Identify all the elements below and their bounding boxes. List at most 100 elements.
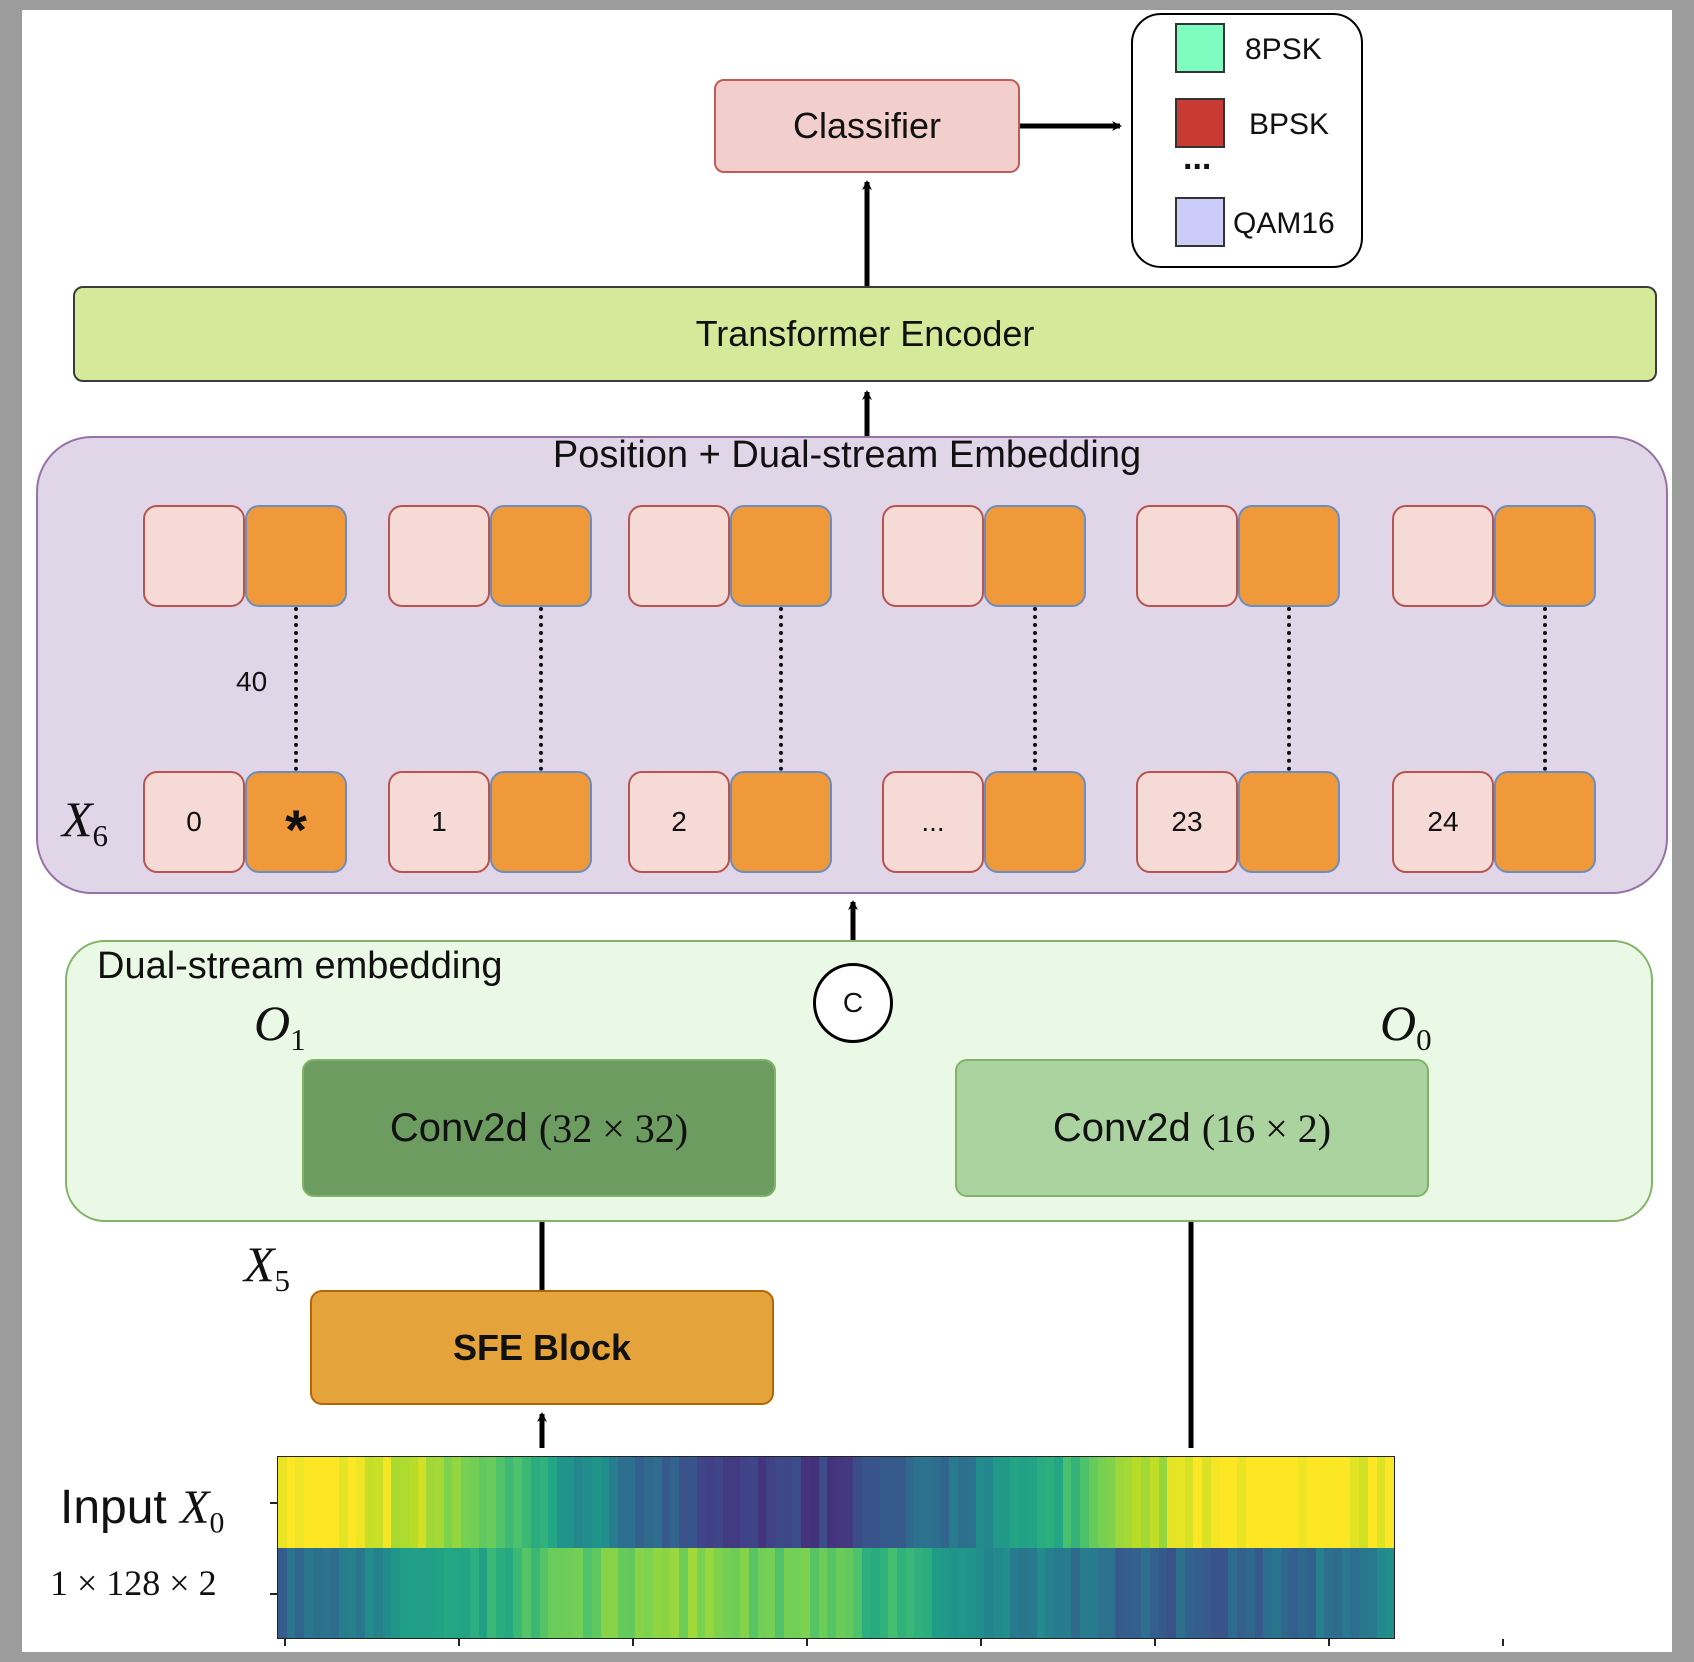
heatmap-cell [661, 1547, 671, 1638]
heatmap-cell [1115, 1547, 1124, 1638]
heatmap-cell [914, 1457, 924, 1548]
heatmap-xtick [284, 1639, 286, 1646]
heatmap-cell [670, 1547, 680, 1638]
token-embed-top [388, 505, 490, 607]
heatmap-cell [1367, 1547, 1377, 1638]
heatmap-cell [1071, 1457, 1081, 1548]
heatmap-cell [1254, 1547, 1264, 1638]
heatmap-cell [312, 1457, 322, 1548]
heatmap-cell [373, 1457, 383, 1548]
heatmap-cell [434, 1547, 444, 1638]
heatmap-cell [1019, 1547, 1028, 1638]
heatmap-cell [975, 1457, 985, 1548]
heatmap-cell [1027, 1547, 1037, 1638]
heatmap-cell [1080, 1547, 1089, 1638]
heatmap-cell [330, 1457, 340, 1548]
heatmap-cell [914, 1547, 924, 1638]
heatmap-cell [461, 1457, 470, 1548]
heatmap-cell [679, 1547, 688, 1638]
concat-label: C [842, 987, 864, 1018]
heatmap-cell [1158, 1547, 1168, 1638]
heatmap-cell [923, 1457, 932, 1548]
legend-label-8psk: 8PSK [1245, 33, 1322, 66]
classifier-label: Classifier [792, 105, 942, 146]
token-link-dots [539, 607, 543, 771]
heatmap-cell [722, 1547, 732, 1638]
token-stream-top [1494, 505, 1596, 607]
heatmap-cell [687, 1457, 697, 1548]
heatmap-cell [713, 1457, 723, 1548]
heatmap-cell [286, 1457, 296, 1548]
heatmap-cell [1341, 1547, 1351, 1638]
token-embed-top [628, 505, 730, 607]
heatmap-cell [1149, 1457, 1159, 1548]
heatmap-cell [748, 1457, 758, 1548]
heatmap-cell [1141, 1547, 1150, 1638]
heatmap-cell [443, 1457, 453, 1548]
heatmap-cell [862, 1547, 871, 1638]
heatmap-cell [1219, 1547, 1229, 1638]
heatmap-cell [652, 1457, 662, 1548]
heatmap-cell [696, 1457, 706, 1548]
heatmap-cell [1088, 1457, 1098, 1548]
heatmap-cell [1210, 1457, 1220, 1548]
heatmap-cell [1193, 1547, 1203, 1638]
heatmap-cell [1254, 1457, 1264, 1548]
heatmap-cell [1324, 1547, 1333, 1638]
heatmap-cell [879, 1547, 889, 1638]
heatmap-cell [1045, 1547, 1054, 1638]
heatmap-cell [687, 1547, 697, 1638]
sfe-block-box: SFE Block [310, 1290, 774, 1405]
heatmap-cell [356, 1547, 366, 1638]
heatmap-cell [487, 1547, 496, 1638]
heatmap-cell [644, 1457, 653, 1548]
token-position-label: 0 [186, 806, 202, 837]
heatmap-cell [940, 1547, 950, 1638]
token-position-label: ... [921, 806, 945, 837]
heatmap-cell [940, 1457, 950, 1548]
heatmap-cell [1341, 1457, 1351, 1548]
heatmap-cell [391, 1547, 401, 1638]
heatmap-cell [548, 1457, 557, 1548]
heatmap-cell [400, 1547, 409, 1638]
heatmap-cell [478, 1457, 488, 1548]
heatmap-cell [1306, 1457, 1316, 1548]
heatmap-cell [644, 1547, 653, 1638]
heatmap-cell [522, 1547, 531, 1638]
heatmap-cell [774, 1457, 784, 1548]
heatmap-cell [1332, 1457, 1342, 1548]
legend-label-qam16: QAM16 [1233, 207, 1335, 240]
heatmap-cell [504, 1547, 514, 1638]
concat-node: C [813, 963, 893, 1043]
heatmap-cell [949, 1457, 959, 1548]
heatmap-cell [504, 1457, 514, 1548]
heatmap-cell [949, 1547, 959, 1638]
heatmap-cell [452, 1547, 462, 1638]
heatmap-cell [530, 1457, 540, 1548]
heatmap-cell [1045, 1457, 1054, 1548]
heatmap-cell [1324, 1457, 1333, 1548]
heatmap-cell [1315, 1547, 1325, 1638]
heatmap-cell [975, 1547, 985, 1638]
heatmap-cell [722, 1457, 732, 1548]
heatmap-cell [330, 1547, 340, 1638]
heatmap-cell [469, 1457, 479, 1548]
heatmap-cell [400, 1457, 409, 1548]
heatmap-cell [1036, 1547, 1046, 1638]
heatmap-cell [1071, 1547, 1081, 1638]
transformer-encoder-box: Transformer Encoder [73, 286, 1657, 382]
heatmap-cell [705, 1457, 714, 1548]
heatmap-cell [1106, 1457, 1115, 1548]
heatmap-cell [417, 1547, 427, 1638]
heatmap-cell [426, 1547, 435, 1638]
heatmap-cell [1210, 1547, 1220, 1638]
heatmap-cell [870, 1547, 880, 1638]
heatmap-cell [1280, 1547, 1290, 1638]
heatmap-cell [1158, 1457, 1168, 1548]
heatmap-cell [1306, 1547, 1316, 1638]
heatmap-cell [1080, 1457, 1089, 1548]
heatmap-cell [591, 1547, 601, 1638]
heatmap-cell [1350, 1457, 1360, 1548]
heatmap-cell [792, 1547, 802, 1638]
heatmap-xtick [1154, 1639, 1156, 1646]
